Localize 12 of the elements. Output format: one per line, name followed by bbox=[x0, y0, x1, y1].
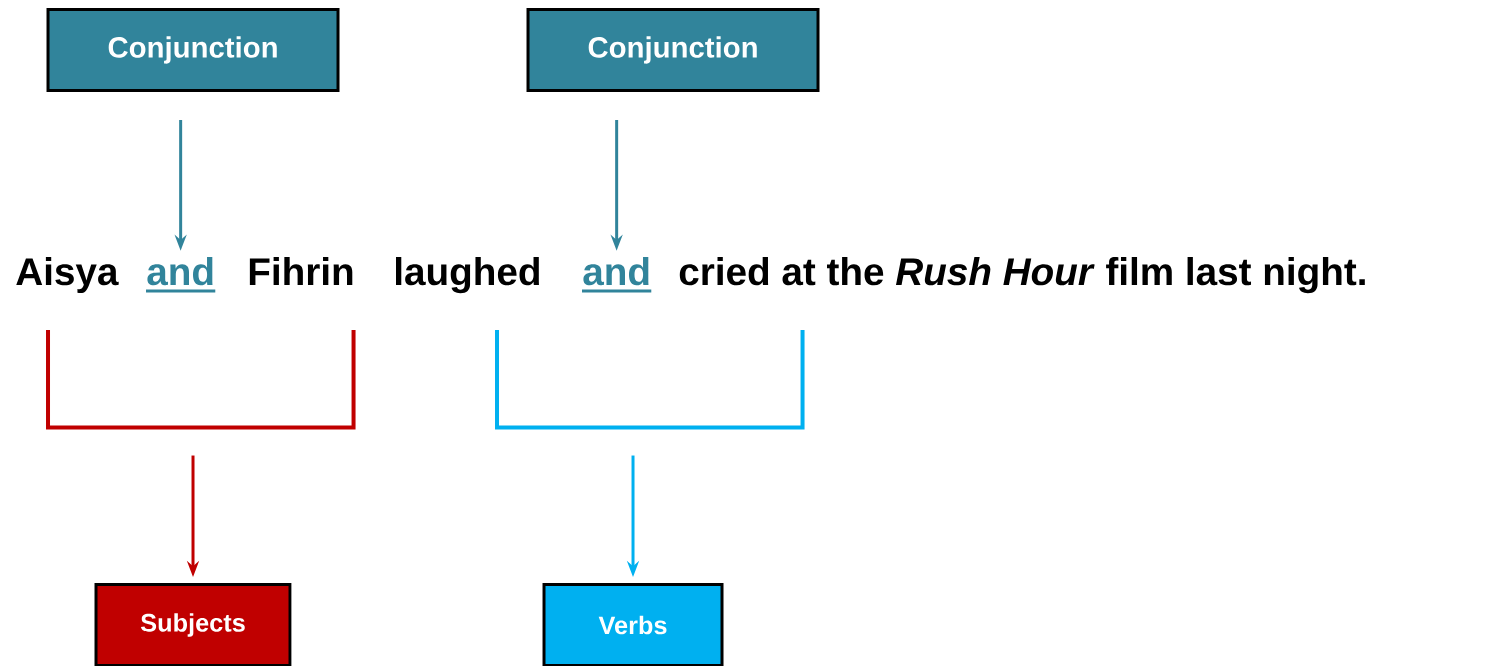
sentence-word: cried at the Rush Hour film last night. bbox=[679, 256, 1365, 294]
label-box: Verbs bbox=[542, 583, 724, 666]
sentence-word: Aisya bbox=[16, 256, 119, 293]
label-box: Conjunction bbox=[526, 8, 820, 92]
underlined-word: and bbox=[582, 256, 652, 293]
sentence-word: Fihrin bbox=[249, 256, 353, 285]
underlined-word: and bbox=[146, 256, 216, 293]
sentence-word: laughed bbox=[396, 256, 539, 294]
label-box: Conjunction bbox=[46, 8, 340, 92]
bracket bbox=[495, 330, 805, 430]
bracket bbox=[46, 330, 356, 430]
label-box: Subjects bbox=[94, 583, 292, 666]
